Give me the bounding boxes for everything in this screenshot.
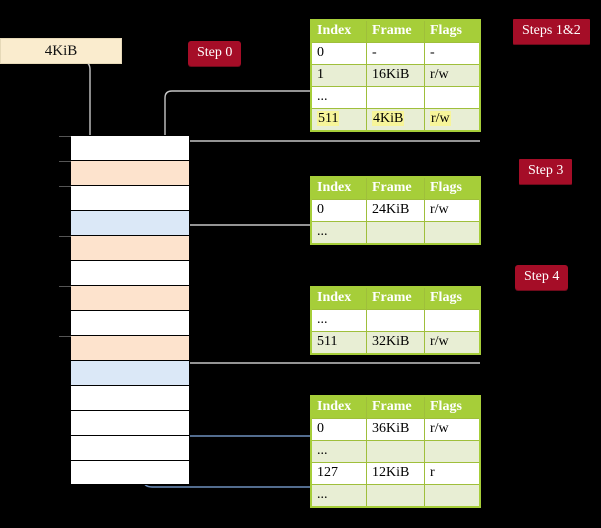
- column-header-flags: Flags: [424, 177, 480, 200]
- cell-flags: r/w: [424, 199, 480, 222]
- highlighted-value: r/w: [430, 111, 451, 126]
- memory-frame-row: [70, 410, 190, 435]
- cell-frame: 24KiB: [366, 199, 425, 222]
- cell-flags: [424, 440, 480, 463]
- frame-tick-mark: [59, 286, 71, 287]
- cell-index: 0: [311, 199, 367, 222]
- column-header-index: Index: [311, 20, 367, 43]
- column-header-flags: Flags: [424, 287, 480, 310]
- cell-flags: r/w: [424, 108, 480, 131]
- column-header-flags: Flags: [424, 396, 480, 419]
- badge-steps12: Steps 1&2: [513, 19, 590, 44]
- badge-step4: Step 4: [515, 265, 569, 290]
- highlighted-value: 511: [317, 111, 340, 126]
- cell-index: 1: [311, 64, 367, 87]
- memory-frame-row: [70, 210, 190, 235]
- cell-index: 127: [311, 462, 367, 485]
- memory-frame-row: [59, 185, 190, 210]
- memory-frame-row: [59, 335, 190, 360]
- frame-tick-mark: [59, 161, 71, 162]
- memory-frame-row: [59, 285, 190, 310]
- cell-flags: [424, 221, 480, 244]
- cell-flags: r: [424, 462, 480, 485]
- cell-frame: [366, 86, 425, 109]
- column-header-index: Index: [311, 287, 367, 310]
- memory-frame-row: [70, 460, 190, 485]
- cell-index: 511: [311, 108, 367, 131]
- frame-tick-mark: [59, 186, 71, 187]
- table-row: ...: [311, 221, 480, 244]
- cell-flags: r/w: [424, 418, 480, 441]
- table-row: ...: [311, 484, 480, 507]
- cell-frame: [366, 309, 425, 332]
- cell-flags: r/w: [424, 64, 480, 87]
- badge-step3: Step 3: [519, 159, 573, 184]
- cell-index: 511: [311, 331, 367, 354]
- badge-step0: Step 0: [188, 41, 242, 66]
- cell-index: 0: [311, 418, 367, 441]
- column-header-frame: Frame: [366, 287, 425, 310]
- frame-tick-mark: [59, 336, 71, 337]
- memory-frame-row: [70, 360, 190, 385]
- cell-frame: 32KiB: [366, 331, 425, 354]
- table-row: 0--: [311, 42, 480, 65]
- cell-flags: r/w: [424, 331, 480, 354]
- memory-frame-row: [70, 260, 190, 285]
- memory-frame-row: [59, 135, 190, 160]
- cell-index: ...: [311, 221, 367, 244]
- table-row: ...: [311, 309, 480, 332]
- cell-index: ...: [311, 309, 367, 332]
- source-frame-label: 4KiB: [44, 42, 78, 59]
- cell-frame: [366, 484, 425, 507]
- cell-flags: [424, 86, 480, 109]
- column-header-index: Index: [311, 177, 367, 200]
- cell-frame: [366, 440, 425, 463]
- cell-flags: [424, 309, 480, 332]
- cell-index: ...: [311, 86, 367, 109]
- cell-frame: [366, 221, 425, 244]
- cell-frame: 4KiB: [366, 108, 425, 131]
- frame-tick-mark: [59, 136, 71, 137]
- column-header-flags: Flags: [424, 20, 480, 43]
- cell-flags: -: [424, 42, 480, 65]
- cell-index: ...: [311, 440, 367, 463]
- cell-flags: [424, 484, 480, 507]
- memory-frame-row: [70, 435, 190, 460]
- frame-tick-mark: [59, 236, 71, 237]
- column-header-frame: Frame: [366, 177, 425, 200]
- memory-frame-row: [70, 310, 190, 335]
- column-header-frame: Frame: [366, 396, 425, 419]
- memory-frame-row: [70, 385, 190, 410]
- table-row: ...: [311, 86, 480, 109]
- physical-memory-column: [59, 135, 190, 485]
- highlighted-value: 4KiB: [372, 111, 405, 126]
- table-row: ...: [311, 440, 480, 463]
- cell-index: ...: [311, 484, 367, 507]
- table-row: 511 4KiB r/w: [311, 108, 480, 131]
- cell-frame: -: [366, 42, 425, 65]
- cell-frame: 12KiB: [366, 462, 425, 485]
- cell-frame: 36KiB: [366, 418, 425, 441]
- cell-index: 0: [311, 42, 367, 65]
- source-frame-box: 4KiB: [0, 38, 122, 64]
- cell-frame: 16KiB: [366, 64, 425, 87]
- memory-frame-row: [59, 235, 190, 260]
- column-header-index: Index: [311, 396, 367, 419]
- column-header-frame: Frame: [366, 20, 425, 43]
- memory-frame-row: [59, 160, 190, 185]
